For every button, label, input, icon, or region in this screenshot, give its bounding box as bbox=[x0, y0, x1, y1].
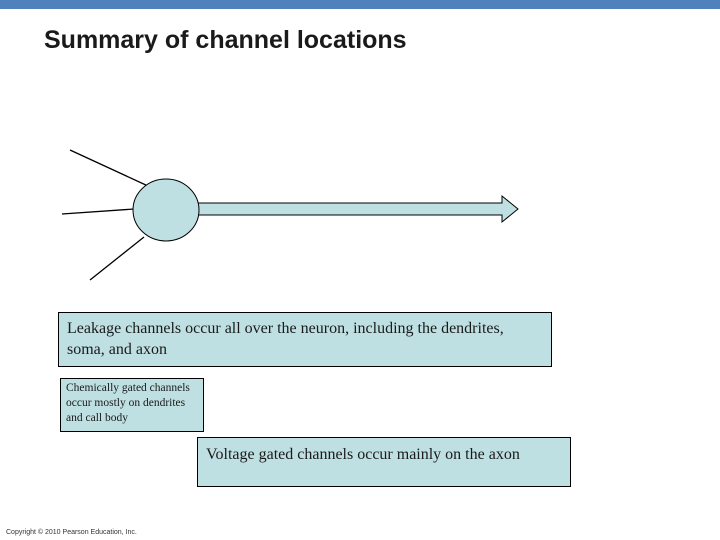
voltage-gated-label: Voltage gated channels occur mainly on t… bbox=[197, 437, 571, 487]
slide-title: Summary of channel locations bbox=[44, 26, 407, 54]
soma-circle bbox=[132, 178, 200, 242]
top-accent-bar bbox=[0, 0, 720, 9]
dendrite-upper bbox=[69, 149, 149, 187]
dendrite-lower bbox=[89, 236, 145, 281]
chemically-gated-label: Chemically gated channels occur mostly o… bbox=[60, 378, 204, 432]
dendrite-middle bbox=[61, 208, 135, 215]
leakage-channels-label: Leakage channels occur all over the neur… bbox=[58, 312, 552, 367]
copyright-text: Copyright © 2010 Pearson Education, Inc. bbox=[6, 529, 137, 536]
axon-arrow bbox=[196, 194, 519, 224]
